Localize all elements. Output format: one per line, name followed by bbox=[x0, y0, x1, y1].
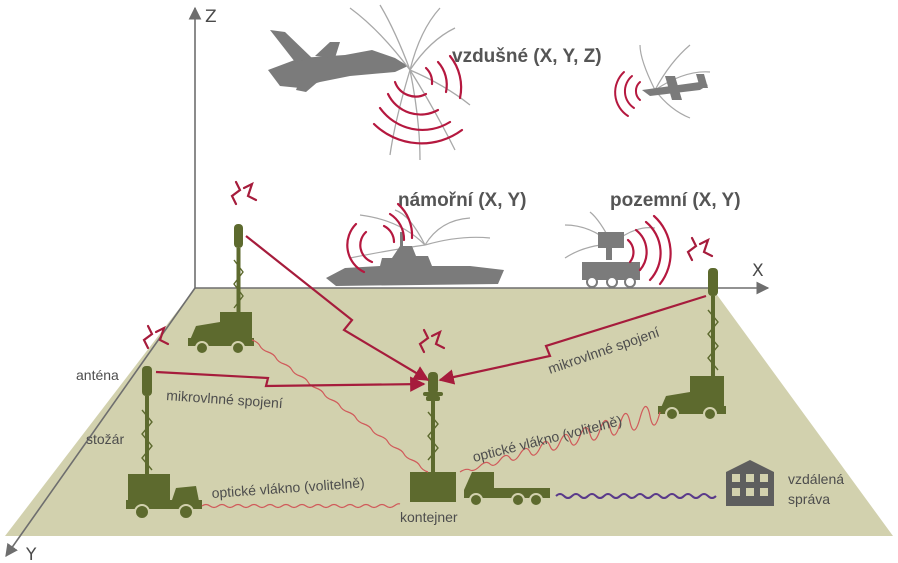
sea-domain-label: námořní (X, Y) bbox=[398, 190, 526, 211]
truck-front-left-icon bbox=[126, 474, 202, 520]
truck-back-left-icon bbox=[188, 312, 254, 355]
signal-glyphs bbox=[142, 180, 714, 354]
air-radar-grid-icon bbox=[349, 4, 471, 161]
signal-glyph-back-left bbox=[230, 180, 258, 206]
antenna-label: anténa bbox=[76, 367, 119, 383]
mast-front-left bbox=[141, 366, 153, 478]
remote-link-line bbox=[555, 493, 717, 499]
container-label: kontejner bbox=[400, 509, 458, 525]
fighter-jet-icon bbox=[268, 30, 408, 92]
remote-management-label-line1: vzdálená bbox=[788, 471, 844, 487]
signal-glyph-center bbox=[418, 328, 446, 354]
air-radar-waves-icon bbox=[372, 54, 464, 145]
container-truck-icon bbox=[464, 472, 550, 507]
truck-right-icon bbox=[658, 376, 726, 421]
arrow-right bbox=[438, 294, 707, 385]
z-axis-label: Z bbox=[205, 7, 217, 27]
remote-management-building-icon bbox=[726, 460, 774, 506]
microwave-arrows bbox=[155, 235, 707, 392]
mast-right bbox=[707, 268, 719, 380]
drone-icon bbox=[614, 44, 711, 119]
signal-glyph-right bbox=[686, 236, 714, 262]
arrow-front-left bbox=[155, 370, 426, 392]
ground-radar-vehicle-icon bbox=[564, 211, 672, 288]
warship-icon bbox=[326, 202, 504, 286]
fiber-links bbox=[201, 339, 661, 509]
mast-back-left bbox=[233, 224, 244, 318]
container-icon bbox=[410, 472, 456, 502]
remote-management-label-line2: správa bbox=[788, 491, 830, 507]
ground-plane bbox=[5, 288, 893, 536]
mast-label: stožár bbox=[86, 431, 124, 447]
ground-domain-label: pozemní (X, Y) bbox=[610, 190, 741, 211]
air-domain-label: vzdušné (X, Y, Z) bbox=[452, 46, 602, 67]
x-axis-label: X bbox=[752, 261, 764, 281]
y-axis-label: Y bbox=[25, 545, 37, 563]
signal-glyph-front-left bbox=[142, 324, 170, 350]
central-mast bbox=[423, 372, 443, 472]
arrow-back-left bbox=[245, 235, 430, 381]
